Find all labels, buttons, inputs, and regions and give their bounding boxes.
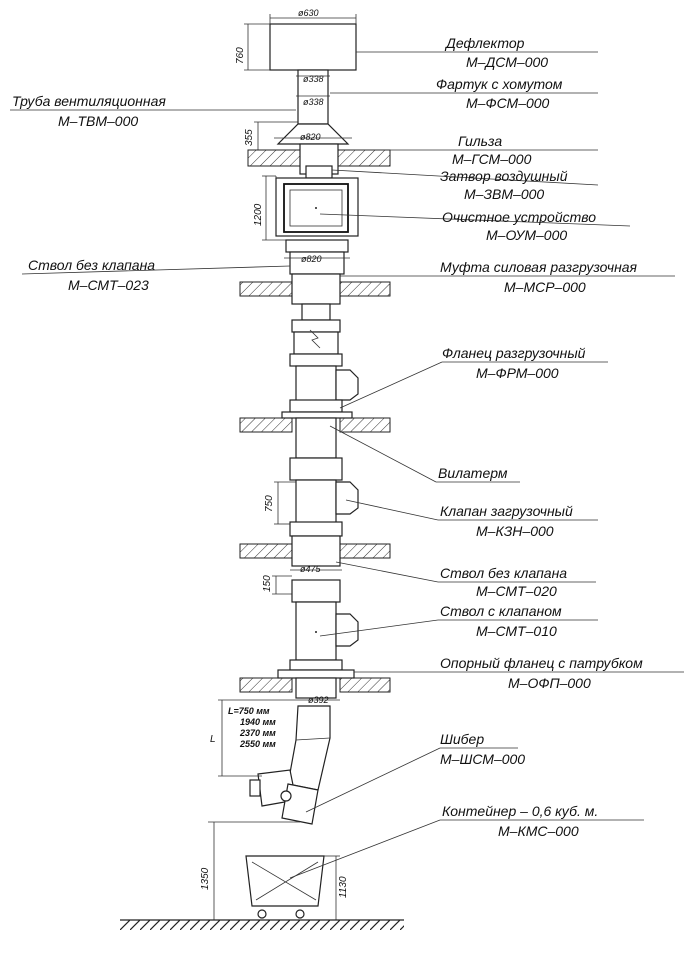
floor-slab-4: ø475 150 bbox=[239, 535, 391, 595]
dim-h1350: 1350 bbox=[200, 867, 211, 890]
code-trunk-010: М–СМТ–010 bbox=[476, 623, 557, 639]
dim-d338b: ø338 bbox=[303, 97, 324, 107]
floor-slab-2 bbox=[239, 273, 391, 321]
code-vent-pipe: М–ТВМ–000 bbox=[58, 113, 138, 129]
code-sleeve: М–ГСМ–000 bbox=[452, 151, 532, 167]
label-load-valve: Клапан загрузочный bbox=[440, 503, 573, 519]
dim-h1200: 1200 bbox=[253, 203, 264, 226]
label-vilaterm: Вилатерм bbox=[438, 465, 508, 481]
dim-h150: 150 bbox=[262, 575, 273, 592]
code-load-valve: М–КЗН–000 bbox=[476, 523, 554, 539]
length-2: 1940 мм bbox=[240, 717, 276, 727]
dim-h1130: 1130 bbox=[338, 876, 349, 898]
code-air-gate: М–ЗВМ–000 bbox=[464, 186, 544, 202]
callouts: Дефлектор М–ДСМ–000 Фартук с хомутом М–Ф… bbox=[12, 35, 643, 839]
label-deflector: Дефлектор bbox=[444, 35, 525, 51]
code-support-flange: М–ОФП–000 bbox=[508, 675, 591, 691]
apron-part: ø820 355 bbox=[244, 121, 352, 151]
code-cleaning-device: М–ОУМ–000 bbox=[486, 227, 567, 243]
floor-slab-3 bbox=[239, 411, 391, 459]
label-trunk-020: Ствол без клапана bbox=[440, 565, 567, 581]
code-power-coupling: М–МСР–000 bbox=[504, 279, 586, 295]
ground bbox=[120, 919, 404, 930]
trunk-upper bbox=[289, 319, 359, 413]
code-gate: М–ШСМ–000 bbox=[440, 751, 525, 767]
dim-h760: 760 bbox=[235, 47, 246, 64]
label-cleaning-device: Очистное устройство bbox=[442, 209, 596, 225]
container-part: 1350 1130 bbox=[200, 821, 349, 920]
length-1: L=750 мм bbox=[228, 706, 270, 716]
dim-d820a: ø820 bbox=[300, 132, 321, 142]
label-gate: Шибер bbox=[440, 731, 484, 747]
dim-d392: ø392 bbox=[308, 695, 329, 705]
floor-slab-5: ø392 bbox=[239, 677, 391, 705]
label-apron: Фартук с хомутом bbox=[436, 76, 563, 92]
deflector-part: ø630 760 bbox=[235, 8, 357, 71]
label-trunk-010: Ствол с клапаном bbox=[440, 603, 562, 619]
leader-lines bbox=[10, 51, 684, 879]
code-deflector: М–ДСМ–000 bbox=[466, 54, 548, 70]
label-trunk-023: Ствол без клапана bbox=[28, 257, 155, 273]
vent-pipe-part: ø338 ø338 bbox=[296, 69, 330, 125]
label-air-gate: Затвор воздушный bbox=[440, 168, 568, 184]
code-apron: М–ФСМ–000 bbox=[466, 95, 550, 111]
label-sleeve: Гильза bbox=[458, 133, 502, 149]
dim-h750: 750 bbox=[264, 495, 275, 512]
trunk-middle: 750 bbox=[264, 457, 359, 553]
air-gate-part: 1200 ø820 bbox=[253, 165, 359, 275]
outlet-bend: L L=750 мм 1940 мм 2370 мм 2550 мм bbox=[210, 699, 331, 825]
dim-d475: ø475 bbox=[300, 564, 322, 574]
code-trunk-020: М–СМТ–020 bbox=[476, 583, 557, 599]
length-4: 2550 мм bbox=[239, 739, 276, 749]
label-vent-pipe: Труба вентиляционная bbox=[12, 93, 166, 109]
dim-d338a: ø338 bbox=[303, 74, 324, 84]
dim-d630: ø630 bbox=[298, 8, 319, 18]
code-unload-flange: М–ФРМ–000 bbox=[476, 365, 559, 381]
dim-h355: 355 bbox=[244, 129, 255, 146]
trunk-lower bbox=[277, 579, 359, 679]
code-trunk-023: М–СМТ–023 bbox=[68, 277, 149, 293]
label-unload-flange: Фланец разгрузочный bbox=[442, 345, 586, 361]
label-power-coupling: Муфта силовая разгрузочная bbox=[440, 259, 638, 275]
code-container: М–КМС–000 bbox=[498, 823, 579, 839]
length-3: 2370 мм bbox=[239, 728, 276, 738]
dim-d820b: ø820 bbox=[301, 254, 322, 264]
label-container: Контейнер – 0,6 куб. м. bbox=[442, 803, 598, 819]
label-support-flange: Опорный фланец с патрубком bbox=[440, 655, 643, 671]
dim-L: L bbox=[210, 734, 216, 745]
